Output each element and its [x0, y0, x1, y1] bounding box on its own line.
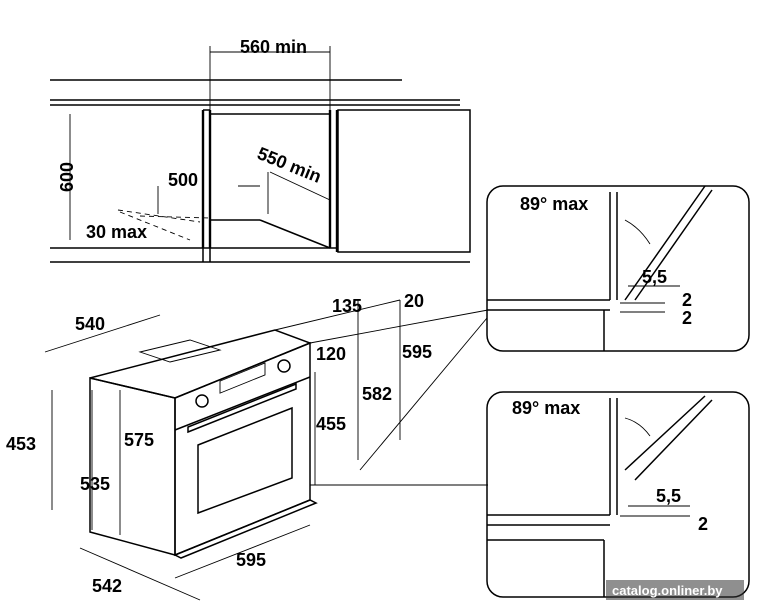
watermark-bg — [606, 580, 744, 600]
detail-bottom-a: 2 — [698, 514, 708, 534]
dim-20: 20 — [404, 291, 424, 311]
detail-top-a: 2 — [682, 290, 692, 310]
detail-top-gap: 5,5 — [642, 267, 667, 287]
detail-bottom — [486, 391, 750, 598]
dim-595-height: 595 — [402, 342, 432, 362]
detail-top — [486, 185, 750, 352]
detail-top-b: 2 — [682, 308, 692, 328]
dim-120: 120 — [316, 344, 346, 364]
cabinet-niche-view — [50, 46, 471, 263]
watermark: catalog.onliner.by — [612, 583, 723, 598]
oven-view — [44, 299, 489, 601]
dim-540: 540 — [75, 314, 105, 334]
dim-height-600: 600 — [57, 162, 77, 192]
dim-542: 542 — [92, 576, 122, 596]
dim-135: 135 — [332, 296, 362, 316]
dim-453: 453 — [6, 434, 36, 454]
detail-bottom-gap: 5,5 — [656, 486, 681, 506]
dim-582: 582 — [362, 384, 392, 404]
dim-depth-min: 550 min — [255, 143, 325, 187]
dim-575: 575 — [124, 430, 154, 450]
dim-gap-30max: 30 max — [86, 222, 147, 242]
dim-cutout-500: 500 — [168, 170, 198, 190]
detail-bottom-angle: 89° max — [512, 398, 580, 418]
leader-top — [359, 317, 488, 471]
detail-top-angle: 89° max — [520, 194, 588, 214]
dim-width-min: 560 min — [240, 37, 307, 57]
dim-595-front: 595 — [236, 550, 266, 570]
dim-535: 535 — [80, 474, 110, 494]
dim-455: 455 — [316, 414, 346, 434]
